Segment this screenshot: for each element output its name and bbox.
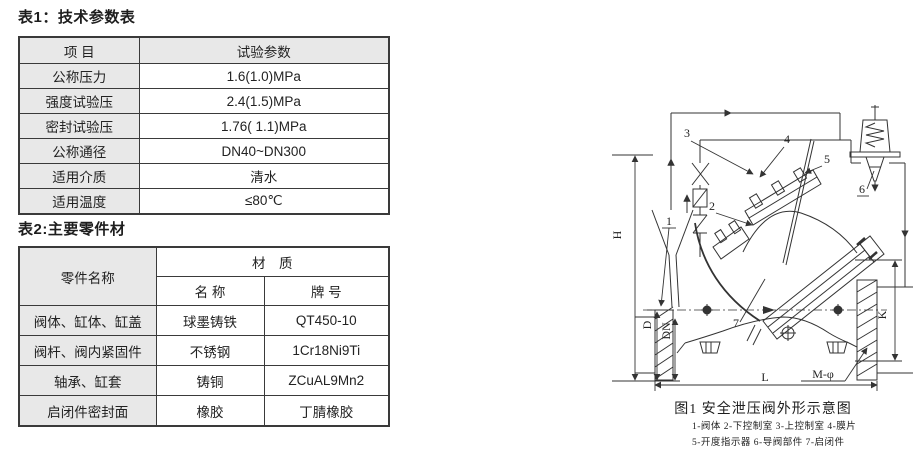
- table-row: 阀体、缸体、缸盖 球墨铸铁 QT450-10: [18, 305, 390, 336]
- table1-cell-item: 适用介质: [18, 163, 140, 189]
- technical-parameters-table: 项 目 试验参数 公称压力 1.6(1.0)MPa 强度试验压 2.4(1.5)…: [18, 36, 390, 215]
- flow-direction-arrow: [763, 306, 775, 314]
- table1-cell-item: 密封试验压: [18, 113, 140, 139]
- table-row: 零件名称 材 质: [18, 246, 390, 306]
- main-parts-material-table: 零件名称 材 质 名 称 牌 号 阀体、缸体、缸盖 球墨铸铁 QT450-10 …: [18, 246, 390, 427]
- table1-cell-item: 公称通径: [18, 138, 140, 164]
- table2-header-material: 材 质: [155, 246, 390, 277]
- table2-cell-grade: ZCuAL9Mn2: [263, 365, 390, 396]
- table2-cell-part: 阀体、缸体、缸盖: [18, 305, 157, 336]
- part-label-7: 7: [733, 316, 739, 330]
- part-leaders: [658, 140, 875, 323]
- dim-label-K: K: [875, 310, 889, 319]
- table-row: 适用介质 清水: [18, 163, 390, 189]
- figure-caption: 图1 安全泄压阀外形示意图: [674, 402, 852, 417]
- dim-label-H: H: [610, 230, 624, 239]
- part-label-4: 4: [784, 132, 790, 146]
- table-row: 公称压力 1.6(1.0)MPa: [18, 63, 390, 89]
- table2-cell-material: 球墨铸铁: [155, 305, 265, 336]
- part-label-5: 5: [824, 152, 830, 166]
- outlet-flange: [856, 279, 913, 381]
- table1-header-value: 试验参数: [138, 36, 390, 64]
- table2-header-part: 零件名称: [18, 246, 157, 306]
- table2-header-name: 名 称: [155, 276, 265, 306]
- table2-cell-part: 启闭件密封面: [18, 395, 157, 427]
- control-piping: [667, 109, 909, 287]
- valve-outline-drawing: 1 2 3 4 5 6 7 H D DN K L M-φ: [610, 105, 913, 391]
- table-row: 项 目 试验参数: [18, 36, 390, 64]
- table-row: 公称通径 DN40~DN300: [18, 138, 390, 164]
- actuator-cylinder: [742, 210, 885, 346]
- table1-header-item: 项 目: [18, 36, 140, 64]
- table2-cell-material: 橡胶: [155, 395, 265, 427]
- table-row: 适用温度 ≤80℃: [18, 188, 390, 215]
- table2-cell-material: 铸铜: [155, 365, 265, 396]
- figure-legend-line1: 1-阀体 2-下控制室 3-上控制室 4-膜片: [692, 422, 857, 432]
- dim-label-L: L: [761, 370, 768, 384]
- table2-header-grade: 牌 号: [263, 276, 390, 306]
- table2-cell-material: 不锈钢: [155, 335, 265, 366]
- dimension-lines: [612, 154, 902, 391]
- figure-legend-line2: 5-开度指示器 6-导阀部件 7-启闭件: [692, 438, 845, 448]
- table2-cell-part: 阀杆、阀内紧固件: [18, 335, 157, 366]
- table-row: 密封试验压 1.76( 1.1)MPa: [18, 113, 390, 139]
- pilot-valve: [849, 105, 901, 192]
- table2-cell-grade: QT450-10: [263, 305, 390, 336]
- table-row: 强度试验压 2.4(1.5)MPa: [18, 88, 390, 114]
- table1-cell-value: 1.76( 1.1)MPa: [138, 113, 390, 139]
- dim-label-DN: DN: [659, 322, 673, 340]
- part-label-1: 1: [666, 214, 672, 228]
- table2-title: 表2:主要零件材: [18, 221, 126, 238]
- part-label-2: 2: [709, 199, 715, 213]
- table-row: 轴承、缸套 铸铜 ZCuAL9Mn2: [18, 365, 390, 396]
- table-row: 阀杆、阀内紧固件 不锈钢 1Cr18Ni9Ti: [18, 335, 390, 366]
- inlet-flange: [635, 306, 674, 381]
- valve-body: [651, 209, 858, 354]
- part-label-3: 3: [684, 126, 690, 140]
- table1-cell-item: 公称压力: [18, 63, 140, 89]
- table2-cell-grade: 丁腈橡胶: [263, 395, 390, 427]
- table1-cell-item: 适用温度: [18, 188, 140, 215]
- table1-cell-value: DN40~DN300: [138, 138, 390, 164]
- table1-cell-value: 2.4(1.5)MPa: [138, 88, 390, 114]
- table-row: 名 称 牌 号: [19, 276, 390, 306]
- table1-cell-value: ≤80℃: [138, 188, 390, 215]
- table1-cell-value: 清水: [138, 163, 390, 189]
- table1-cell-value: 1.6(1.0)MPa: [138, 63, 390, 89]
- dim-label-D: D: [640, 320, 654, 329]
- dim-label-M-phi: M-φ: [812, 367, 834, 381]
- opening-indicator-rod: [782, 138, 815, 266]
- table1-title: 表1：技术参数表: [18, 9, 136, 26]
- table2-cell-grade: 1Cr18Ni9Ti: [263, 335, 390, 366]
- table1-cell-item: 强度试验压: [18, 88, 140, 114]
- part-label-6: 6: [859, 182, 865, 196]
- table2-cell-part: 轴承、缸套: [18, 365, 157, 396]
- table-row: 启闭件密封面 橡胶 丁腈橡胶: [18, 395, 390, 427]
